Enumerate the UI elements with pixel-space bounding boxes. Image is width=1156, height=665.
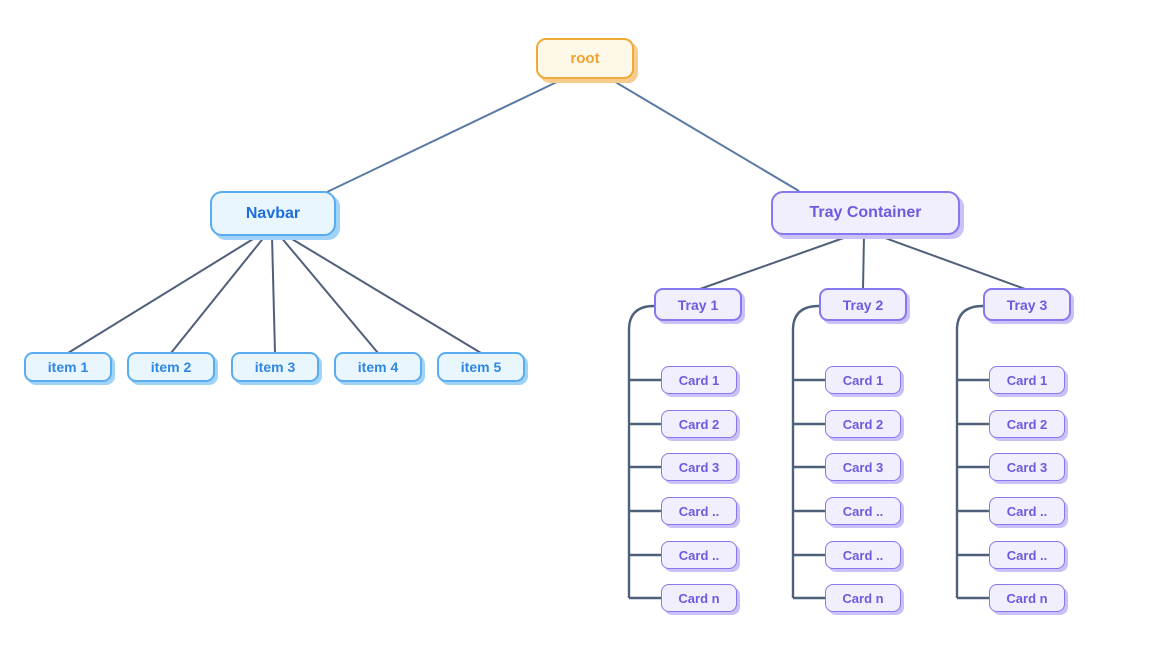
node-tray2-card-n: Card n: [825, 584, 901, 612]
node-tray2-card-5: Card ..: [825, 541, 901, 569]
node-tray1-card-4: Card ..: [661, 497, 737, 525]
node-navbar: Navbar: [210, 191, 336, 236]
node-tray3-card-1: Card 1: [989, 366, 1065, 394]
node-tray2-card-3: Card 3: [825, 453, 901, 481]
edge-container-tray1: [699, 234, 853, 290]
node-tray1-card-3: Card 3: [661, 453, 737, 481]
node-tray3-card-n: Card n: [989, 584, 1065, 612]
edge-container-tray2: [862, 234, 865, 290]
node-tray2-card-2: Card 2: [825, 410, 901, 438]
bracket-tray1: [627, 304, 661, 600]
node-tray1-card-n: Card n: [661, 584, 737, 612]
edge-navbar-item1: [67, 235, 259, 354]
node-tray1-card-2: Card 2: [661, 410, 737, 438]
node-tray-3: Tray 3: [983, 288, 1071, 321]
edge-navbar-item2: [170, 235, 266, 354]
edge-navbar-item3: [271, 235, 276, 354]
node-item-3: item 3: [231, 352, 319, 382]
bracket-tray3: [955, 304, 989, 600]
edge-navbar-item4: [279, 235, 379, 354]
edge-root-tray-container: [611, 79, 800, 192]
node-item-4: item 4: [334, 352, 422, 382]
node-root: root: [536, 38, 634, 79]
node-item-2: item 2: [127, 352, 215, 382]
node-tray2-card-1: Card 1: [825, 366, 901, 394]
node-item-5: item 5: [437, 352, 525, 382]
node-tray-container: Tray Container: [771, 191, 960, 235]
node-tray1-card-5: Card ..: [661, 541, 737, 569]
node-tray3-card-5: Card ..: [989, 541, 1065, 569]
node-tray3-card-3: Card 3: [989, 453, 1065, 481]
bracket-tray2: [791, 304, 825, 600]
node-tray1-card-1: Card 1: [661, 366, 737, 394]
edge-navbar-item5: [286, 235, 482, 354]
edge-root-navbar: [326, 79, 562, 193]
node-tray-1: Tray 1: [654, 288, 742, 321]
node-tray2-card-4: Card ..: [825, 497, 901, 525]
node-tray-2: Tray 2: [819, 288, 907, 321]
node-tray3-card-2: Card 2: [989, 410, 1065, 438]
node-tray3-card-4: Card ..: [989, 497, 1065, 525]
node-item-1: item 1: [24, 352, 112, 382]
edge-container-tray3: [876, 234, 1026, 290]
